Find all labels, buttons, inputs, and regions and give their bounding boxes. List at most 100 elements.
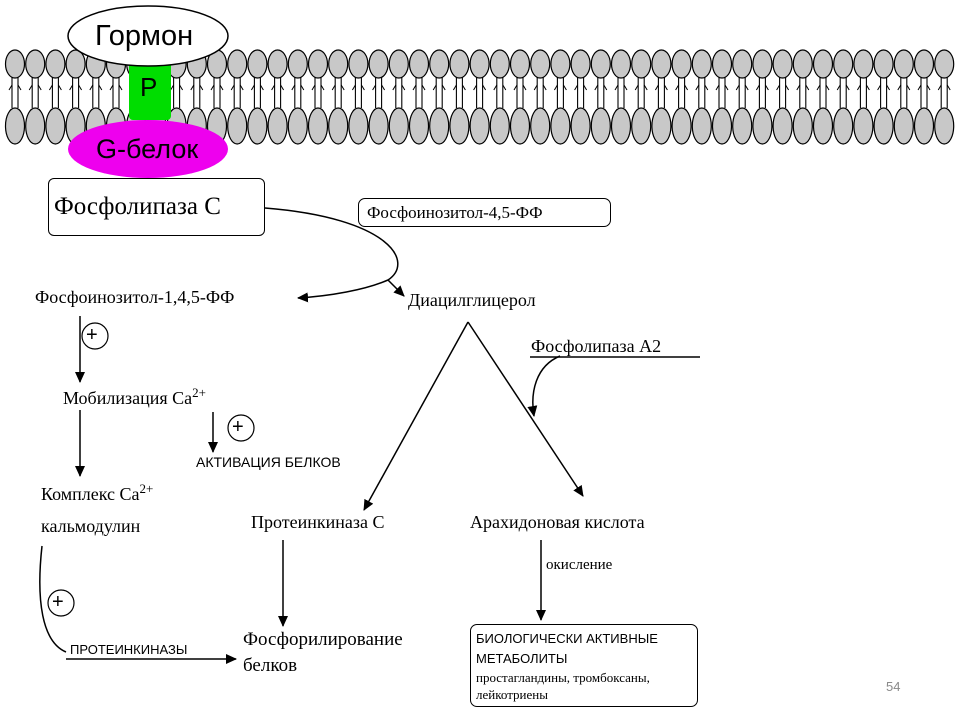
lipid-tail-kink — [239, 84, 244, 91]
lipid-tail-kink — [291, 84, 296, 91]
lipid-tail-kink — [877, 84, 882, 91]
lipid-head-lower — [227, 107, 248, 145]
lipid-head-upper — [530, 49, 551, 79]
lipid-head-lower — [489, 107, 510, 145]
g-protein-label: G-белок — [96, 134, 199, 164]
lipid-head-lower — [530, 107, 551, 145]
lipid-tail-kink — [603, 84, 608, 91]
lipid-head-lower — [287, 107, 308, 145]
phosphorylation-label-2: белков — [243, 655, 298, 676]
arrow-pla2-to-pathway — [527, 355, 561, 417]
lipid-head-lower — [833, 107, 854, 145]
lipid-tail-kink — [271, 84, 276, 91]
lipid-tail-kink — [856, 84, 861, 91]
lipid-tail-kink — [522, 84, 527, 91]
lipid-tail-kink — [340, 84, 345, 91]
lipid-tail-kink — [594, 84, 599, 91]
lipid-head-lower — [247, 107, 268, 145]
lipid-head-upper — [570, 49, 591, 79]
lipid-head-upper — [631, 49, 652, 79]
plus-sign-1: + — [86, 324, 98, 346]
lipid-head-lower — [732, 107, 753, 145]
lipid-tail-kink — [98, 84, 103, 91]
lipid-head-lower — [631, 107, 652, 145]
lipid-tail-kink — [311, 84, 316, 91]
lipid-tail-kink — [452, 84, 457, 91]
ca-complex-label: Комплекс Са2+ — [41, 482, 153, 503]
metabolites-line-1: БИОЛОГИЧЕСКИ АКТИВНЫЕ — [476, 631, 658, 646]
lipid-tail-kink — [574, 84, 579, 91]
plus-circle-2 — [227, 414, 255, 442]
lipid-tail-kink — [715, 84, 720, 91]
lipid-head-lower — [550, 107, 571, 145]
lipid-tail-kink — [836, 84, 841, 91]
lipid-tail-kink — [533, 84, 538, 91]
lipid-tail-kink — [805, 84, 810, 91]
calmodulin-label: кальмодулин — [41, 516, 141, 536]
lipid-tail-kink — [553, 84, 558, 91]
lipid-tail-kink — [886, 84, 891, 91]
lipid-head-upper — [25, 49, 46, 79]
lipid-tail-kink — [482, 84, 487, 91]
pip2-label: Фосфоинозитол-4,5-ФФ — [367, 203, 543, 222]
lipid-head-lower — [590, 107, 611, 145]
lipid-head-upper — [671, 49, 692, 79]
hormone-label: Гормон — [95, 20, 194, 52]
lipid-tail-kink — [372, 84, 377, 91]
lipid-tail-kink — [219, 84, 224, 91]
lipid-head-upper — [4, 49, 26, 79]
lipid-head-upper — [429, 49, 450, 79]
lipid-head-upper — [267, 49, 288, 79]
lipid-head-upper — [812, 49, 834, 79]
metabolites-line-4: лейкотриены — [476, 687, 548, 702]
lipid-head-lower — [853, 107, 874, 145]
lipid-tail-kink — [755, 84, 760, 91]
lipid-tail-kink — [684, 84, 689, 91]
lipid-tail-kink — [614, 84, 619, 91]
lipid-tail-kink — [190, 84, 195, 91]
lipid-tail-kink — [179, 84, 184, 91]
g-protein-shape — [68, 120, 228, 178]
lipid-head-lower — [711, 107, 733, 145]
lipid-tail-kink — [695, 84, 700, 91]
lipid-head-upper — [691, 49, 712, 79]
arrow-plc-to-ip3 — [297, 279, 389, 303]
dag-label: Диацилглицерол — [408, 290, 536, 310]
lipid-head-upper — [610, 49, 632, 79]
lipid-tail-kink — [654, 84, 659, 91]
lipid-head-upper — [368, 49, 389, 79]
lipid-head-lower — [368, 107, 389, 145]
lipid-head-upper — [489, 49, 510, 79]
lipid-tail-kink — [845, 84, 850, 91]
oxidation-label: окисление — [546, 557, 613, 573]
ca-mobilization-text: Мобилизация Са — [63, 388, 193, 408]
lipid-tail-kink — [441, 84, 446, 91]
lipid-tail-kink — [785, 84, 790, 91]
lipid-tail-kink — [37, 84, 42, 91]
protein-kinases-label: ПРОТЕИНКИНАЗЫ — [70, 642, 188, 657]
lipid-tail-kink — [502, 84, 507, 91]
metabolites-line-2: МЕТАБОЛИТЫ — [476, 651, 568, 666]
lipid-head-upper — [287, 49, 308, 79]
lipid-head-lower — [792, 107, 813, 145]
lipid-head-upper — [509, 49, 531, 79]
lipid-head-lower — [307, 107, 329, 145]
lipid-head-lower — [570, 107, 591, 145]
metabolites-line-3: простагландины, тромбоксаны, — [476, 670, 650, 685]
arachidonic-acid-label: Арахидоновая кислота — [470, 512, 645, 532]
lipid-head-upper — [752, 49, 773, 79]
lipid-tail-kink — [724, 84, 729, 91]
ip3-label: Фосфоинозитол-1,4,5-ФФ — [35, 287, 235, 307]
phosphorylation-label: Фосфорилирование — [243, 629, 403, 650]
lipid-tail-kink — [199, 84, 204, 91]
lipid-head-lower — [408, 107, 430, 145]
protein-kinase-c-label: Протеинкиназа С — [251, 512, 385, 532]
lipid-tail-kink — [351, 84, 356, 91]
protein-activation-label: АКТИВАЦИЯ БЕЛКОВ — [196, 454, 341, 470]
lipid-head-upper — [45, 49, 66, 79]
lipid-head-upper — [247, 49, 268, 79]
lipid-tail-kink — [825, 84, 830, 91]
ca-complex-charge: 2+ — [139, 481, 154, 496]
lipid-tail-kink — [78, 84, 83, 91]
